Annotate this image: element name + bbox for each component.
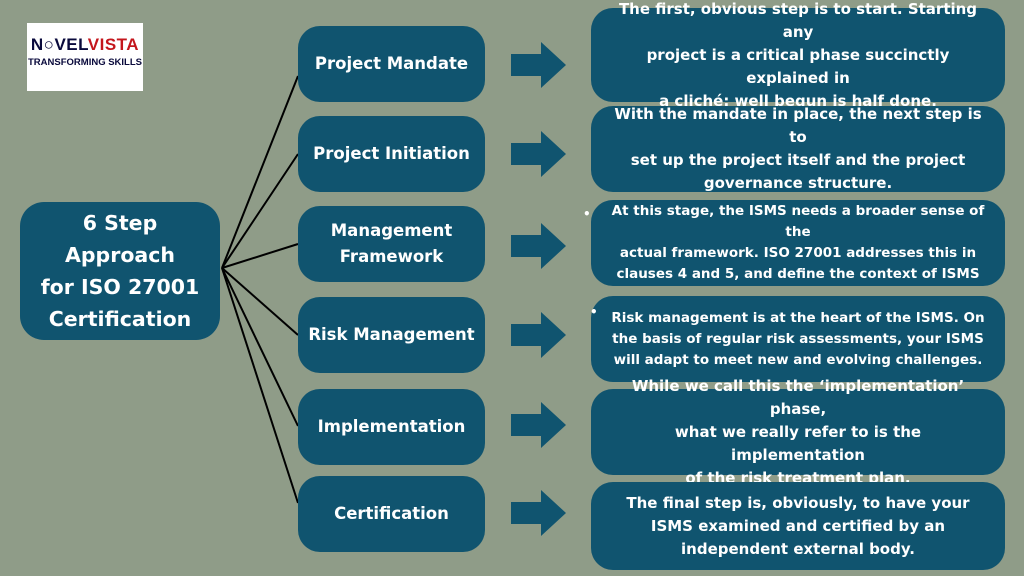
novelvista-logo: N○VELVISTA TRANSFORMING SKILLS	[27, 23, 143, 91]
step-management-framework: Management Framework	[298, 206, 485, 282]
description-project-mandate: The first, obvious step is to start. Sta…	[591, 0, 1005, 110]
logo-wordmark: N○VELVISTA	[30, 35, 140, 54]
step-label: Implementation	[317, 417, 466, 436]
connector-line-1	[221, 75, 299, 269]
right-arrow-icon	[511, 490, 566, 536]
bullet-marker: •	[583, 207, 591, 221]
step-project-mandate: Project Mandate	[298, 26, 485, 102]
right-arrow-icon	[511, 42, 566, 88]
step-label: Risk Management	[308, 325, 475, 344]
right-arrow-icon	[511, 312, 566, 358]
description-text: At this stage, the ISMS needs a broader …	[611, 203, 985, 282]
right-arrow-icon	[511, 223, 566, 269]
step-label: Certification	[334, 504, 449, 523]
description-text: Risk management is at the heart of the I…	[611, 309, 985, 368]
step-project-initiation: Project Initiation	[298, 116, 485, 192]
connector-line-3	[221, 243, 299, 269]
description-certification: The final step is, obviously, to have yo…	[591, 482, 1005, 570]
connector-line-4	[221, 267, 299, 336]
right-arrow-icon	[511, 402, 566, 448]
description-management-framework: At this stage, the ISMS needs a broader …	[591, 200, 1005, 286]
connector-line-2	[221, 153, 299, 269]
step-risk-management: Risk Management	[298, 297, 485, 373]
step-label: Project Mandate	[314, 54, 469, 73]
description-risk-management: Risk management is at the heart of the I…	[591, 296, 1005, 382]
bullet-marker: •	[590, 305, 598, 319]
description-text: The final step is, obviously, to have yo…	[626, 493, 970, 558]
description-project-initiation: With the mandate in place, the next step…	[591, 105, 1005, 192]
step-implementation: Implementation	[298, 389, 485, 465]
description-text: While we call this the ‘implementation’ …	[631, 376, 965, 487]
step-label: Project Initiation	[313, 144, 470, 163]
right-arrow-icon	[511, 131, 566, 177]
step-label: Management Framework	[330, 221, 453, 266]
description-implementation: While we call this the ‘implementation’ …	[591, 377, 1005, 487]
center-title: 6 Step Approach for ISO 27001 Certificat…	[40, 211, 200, 331]
center-title-box: 6 Step Approach for ISO 27001 Certificat…	[20, 202, 220, 340]
logo-tagline: TRANSFORMING SKILLS	[28, 57, 142, 68]
step-certification: Certification	[298, 476, 485, 552]
description-text: With the mandate in place, the next step…	[614, 105, 982, 192]
connector-line-6	[221, 267, 299, 504]
description-text: The first, obvious step is to start. Sta…	[618, 0, 978, 110]
connector-line-5	[221, 267, 299, 427]
